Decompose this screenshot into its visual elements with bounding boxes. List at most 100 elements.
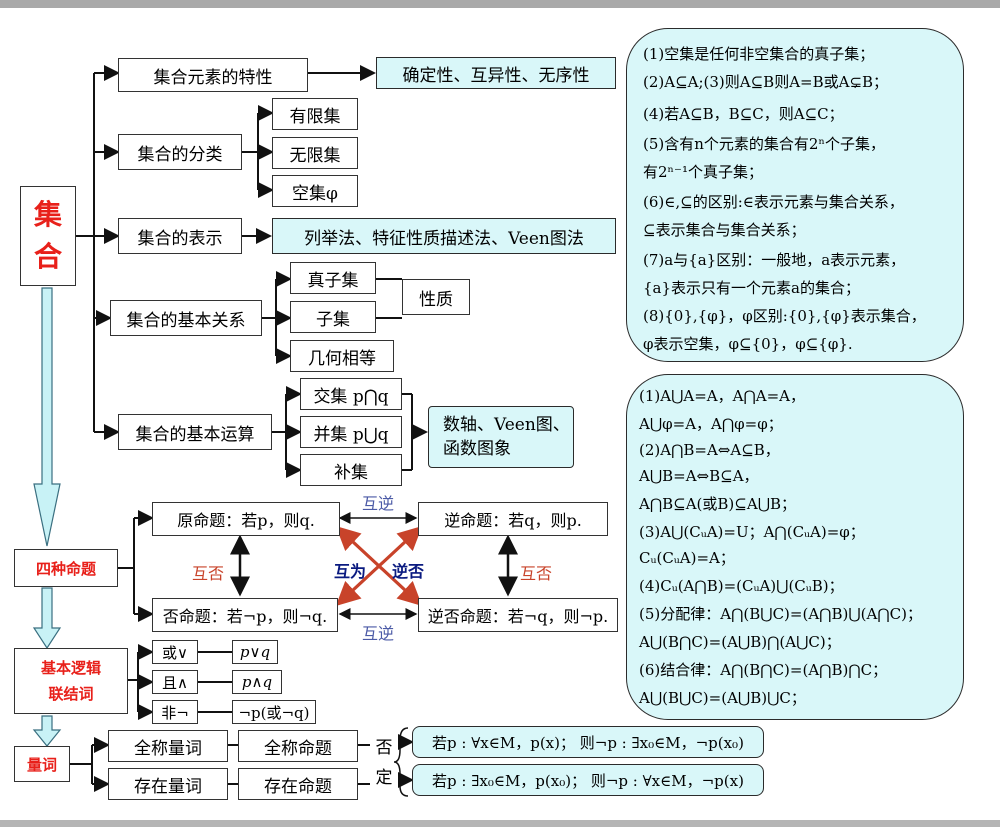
node-logic-and-expr[interactable]: p∧q (232, 670, 282, 694)
node-propositions-label: 四种命题 (35, 559, 96, 578)
node-original-label: 原命题：若p，则q. (177, 511, 315, 530)
node-universal-prop-label: 全称命题 (264, 738, 332, 759)
node-contrapositive-label: 逆否命题：若¬q，则¬p. (427, 607, 609, 626)
node-logic-not-expr-label: ¬p(或¬q) (238, 703, 310, 722)
node-contrapositive[interactable]: 逆否命题：若¬q，则¬p. (418, 598, 618, 632)
panel-bottom-line: (2)A⋂B=A⇔A⊆B， (639, 441, 780, 459)
node-existential-neg-label: 若p : ∃x₀∈M，p(x₀)； 则¬p : ∀x∈M，¬p(x) (432, 771, 744, 790)
node-classify-finite[interactable]: 有限集 (272, 98, 358, 130)
node-universal-neg[interactable]: 若p : ∀x∈M，p(x)； 则¬p : ∃x₀∈M，¬p(x₀) (412, 726, 764, 758)
node-operation-intersect[interactable]: 交集 p⋂q (300, 378, 402, 410)
node-logic-not-expr[interactable]: ¬p(或¬q) (232, 700, 316, 724)
node-classify-empty-label: 空集φ (292, 183, 338, 204)
node-existential-label: 存在量词 (134, 776, 202, 797)
node-logic[interactable]: 基本逻辑 联结词 (14, 648, 128, 714)
panel-top-line: (1)空集是任何非空集合的真子集； (643, 45, 875, 63)
panel-bottom-line: A⋃φ=A，A⋂φ=φ； (639, 415, 783, 433)
panel-bottom-line: A⋃(B⋃C)=(A⋃B)⋃C； (639, 689, 806, 707)
node-existential-prop[interactable]: 存在命题 (238, 768, 358, 800)
panel-top-line: (5)含有n个元素的集合有2ⁿ个子集， (643, 135, 885, 153)
node-relation-subset[interactable]: 子集 (290, 301, 376, 333)
node-quantifier-label: 量词 (26, 755, 57, 774)
panel-top-line: (4)若A⊆B，B⊆C，则A⊆C； (643, 105, 844, 123)
node-logic-line1: 基本逻辑 (40, 659, 101, 677)
node-logic-not[interactable]: 非¬ (152, 700, 198, 724)
label-converse-top: 互逆 (362, 494, 395, 513)
node-existential-neg[interactable]: 若p : ∃x₀∈M，p(x₀)； 则¬p : ∀x∈M，¬p(x) (412, 764, 764, 796)
label-negation-left: 互否 (192, 564, 225, 583)
node-converse-label: 逆命题：若q，则p. (444, 511, 582, 530)
node-relation-equal[interactable]: 几何相等 (290, 340, 394, 372)
node-operation-complement[interactable]: 补集 (300, 454, 402, 486)
node-operation-union[interactable]: 并集 p⋃q (300, 416, 402, 448)
node-logic-and-expr-label: p∧q (241, 673, 273, 691)
node-relation-proper-label: 真子集 (307, 270, 359, 291)
node-relation-label: 集合的基本关系 (126, 310, 246, 331)
root-label: 集合 (33, 198, 62, 273)
node-classify-infinite[interactable]: 无限集 (272, 137, 358, 169)
node-relation-equal-label: 几何相等 (308, 348, 376, 369)
node-classify-empty[interactable]: 空集φ (272, 175, 358, 207)
panel-top-line: 有2ⁿ⁻¹个真子集； (643, 163, 763, 181)
node-elements-label: 集合元素的特性 (153, 67, 273, 88)
panel-bottom-line: A⋃B=A⇔B⊆A， (639, 467, 759, 485)
negate-char-2: 定 (375, 768, 393, 788)
node-universal-prop[interactable]: 全称命题 (238, 730, 358, 762)
node-operation-label: 集合的基本运算 (135, 424, 255, 445)
node-operation-union-label: 并集 p⋃q (313, 424, 389, 445)
panel-top-line: φ表示空集，φ⊆{0}，φ⊆{φ}. (643, 335, 853, 353)
node-represent-desc[interactable]: 列举法、特征性质描述法、Veen图法 (272, 218, 616, 254)
panel-top-line: (6)∈,⊆的区别:∈表示元素与集合关系， (643, 193, 904, 211)
panel-bottom-line: (4)Cᵤ(A⋂B)=(CᵤA)⋃(CᵤB)； (639, 577, 844, 595)
panel-bottom-line: A⋂B⊆A(或B)⊆A⋃B； (639, 495, 797, 513)
top-bar (0, 0, 1000, 8)
node-elements-desc[interactable]: 确定性、互异性、无序性 (376, 57, 616, 89)
panel-subset-properties: (1)空集是任何非空集合的真子集； (2)A⊆A;(3)则A⊆B则A=B或A⊊B… (626, 28, 964, 362)
panel-bottom-line: (5)分配律：A⋂(B⋃C)=(A⋂B)⋃(A⋂C)； (639, 605, 922, 623)
node-quantifier[interactable]: 量词 (14, 746, 70, 782)
node-relation-property[interactable]: 性质 (402, 279, 470, 315)
node-logic-or-expr-label: p∨q (239, 643, 271, 661)
node-operation-intersect-label: 交集 p⋂q (313, 386, 389, 407)
node-logic-or[interactable]: 或∨ (152, 640, 198, 664)
node-universal[interactable]: 全称量词 (108, 730, 228, 762)
node-universal-label: 全称量词 (134, 738, 202, 759)
panel-top-line: (7)a与{a}区别：一般地，a表示元素， (643, 251, 906, 269)
node-converse[interactable]: 逆命题：若q，则p. (418, 502, 608, 536)
negate-char-1: 否 (375, 738, 393, 758)
node-classify-infinite-label: 无限集 (289, 145, 341, 166)
node-represent-desc-label: 列举法、特征性质描述法、Veen图法 (304, 228, 584, 249)
node-inverse[interactable]: 否命题：若¬p，则¬q. (152, 598, 338, 632)
node-operation-complement-label: 补集 (334, 462, 368, 483)
node-operation-desc[interactable]: 数轴、Veen图、 函数图象 (428, 406, 574, 468)
node-logic-or-label: 或∨ (162, 643, 188, 662)
root-node[interactable]: 集合 (20, 186, 76, 286)
node-logic-or-expr[interactable]: p∨q (232, 640, 278, 664)
panel-bottom-line: (6)结合律：A⋂(B⋂C)=(A⋂B)⋂C； (639, 661, 888, 679)
label-cross-1: 互为 (334, 562, 367, 581)
panel-top-line: (8){0},{φ}，φ区别:{0},{φ}表示集合， (643, 307, 926, 325)
node-logic-and[interactable]: 且∧ (152, 670, 198, 694)
panel-bottom-line: (1)A⋃A=A，A⋂A=A， (639, 387, 805, 405)
panel-top-line: (2)A⊆A;(3)则A⊆B则A=B或A⊊B； (643, 73, 889, 91)
panel-top-line: ⊆表示集合与集合关系； (643, 221, 806, 239)
panel-top-line: {a}表示只有一个元素a的集合； (643, 279, 860, 297)
node-operation-desc-line1: 数轴、Veen图、 (443, 415, 570, 435)
node-relation-property-label: 性质 (419, 289, 453, 310)
node-propositions[interactable]: 四种命题 (14, 549, 118, 587)
node-operation[interactable]: 集合的基本运算 (118, 414, 272, 450)
panel-operation-laws: (1)A⋃A=A，A⋂A=A， A⋃φ=A，A⋂φ=φ； (2)A⋂B=A⇔A⊆… (626, 374, 964, 720)
node-classify[interactable]: 集合的分类 (118, 134, 242, 170)
node-relation[interactable]: 集合的基本关系 (110, 300, 262, 336)
node-existential[interactable]: 存在量词 (108, 768, 228, 800)
node-existential-prop-label: 存在命题 (264, 776, 332, 797)
node-elements[interactable]: 集合元素的特性 (118, 58, 308, 92)
node-relation-proper[interactable]: 真子集 (290, 262, 376, 294)
node-represent[interactable]: 集合的表示 (118, 218, 242, 254)
node-elements-desc-label: 确定性、互异性、无序性 (402, 65, 590, 86)
label-converse-bottom: 互逆 (362, 624, 395, 643)
node-logic-and-label: 且∧ (162, 673, 188, 692)
label-negation-right: 互否 (520, 564, 553, 583)
node-original[interactable]: 原命题：若p，则q. (152, 502, 340, 536)
